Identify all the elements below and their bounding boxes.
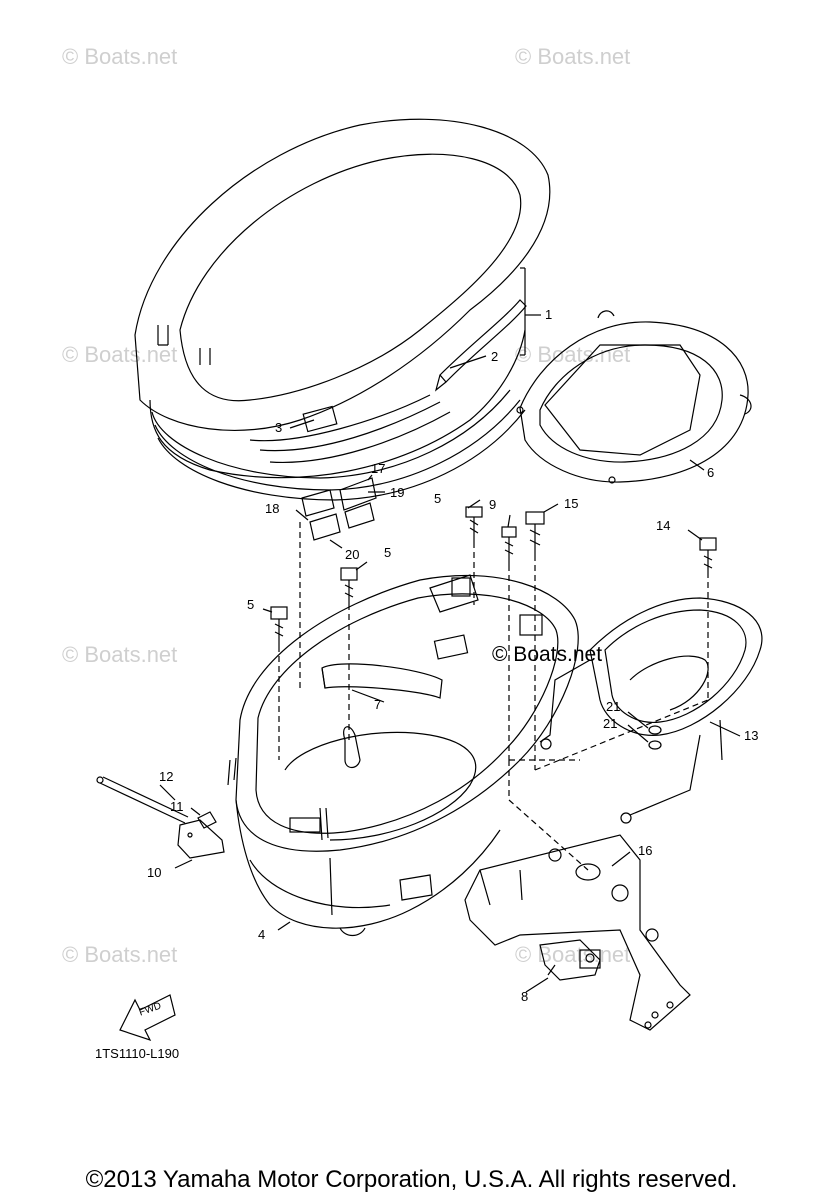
watermark: © Boats.net — [515, 342, 631, 367]
callout-11: 11 — [170, 799, 184, 814]
callout-20: 20 — [345, 547, 360, 562]
callout-21: 21 — [606, 699, 621, 714]
callout-17: 17 — [371, 461, 386, 476]
watermark: © Boats.net — [62, 342, 178, 367]
callout-14: 14 — [656, 518, 671, 533]
copyright-notice: ©2013 Yamaha Motor Corporation, U.S.A. A… — [85, 1166, 738, 1193]
callout-5: 5 — [247, 597, 255, 612]
callout-5: 5 — [434, 491, 442, 506]
callout-8: 8 — [521, 989, 529, 1004]
callout-1: 1 — [545, 307, 553, 322]
callout-3: 3 — [275, 420, 283, 435]
pad-part — [321, 663, 443, 699]
callout-19: 19 — [390, 485, 405, 500]
watermark-prominent: © Boats.net — [492, 643, 603, 666]
watermark: © Boats.net — [515, 44, 631, 69]
callout-4: 4 — [258, 927, 266, 942]
callout-13: 13 — [744, 728, 759, 743]
callout-10: 10 — [147, 865, 162, 880]
callout-16: 16 — [638, 843, 653, 858]
bolts — [270, 506, 717, 646]
watermark: © Boats.net — [515, 942, 631, 967]
callout-9: 9 — [489, 497, 497, 512]
diagram-code: 1TS1110-L190 — [95, 1046, 180, 1061]
fwd-arrow-icon — [119, 994, 176, 1042]
watermark: © Boats.net — [62, 642, 178, 667]
watermark: © Boats.net — [62, 942, 178, 967]
support-bracket-part — [464, 834, 691, 1031]
label-decals — [301, 477, 377, 541]
callout-5: 5 — [384, 545, 392, 560]
watermark: © Boats.net — [62, 44, 178, 69]
callout-7: 7 — [374, 697, 382, 712]
hinge-parts — [96, 776, 225, 859]
callout-21: 21 — [603, 716, 618, 731]
seat-lock-part — [539, 939, 601, 981]
callout-15: 15 — [564, 496, 579, 511]
carrier-rack-part — [539, 597, 763, 824]
seat-part — [134, 118, 551, 501]
callout-18: 18 — [265, 501, 280, 516]
inner-cover-part — [516, 310, 752, 484]
callout-6: 6 — [707, 465, 715, 480]
callout-2: 2 — [491, 349, 499, 364]
storage-box-part — [227, 574, 579, 937]
callout-12: 12 — [159, 769, 174, 784]
